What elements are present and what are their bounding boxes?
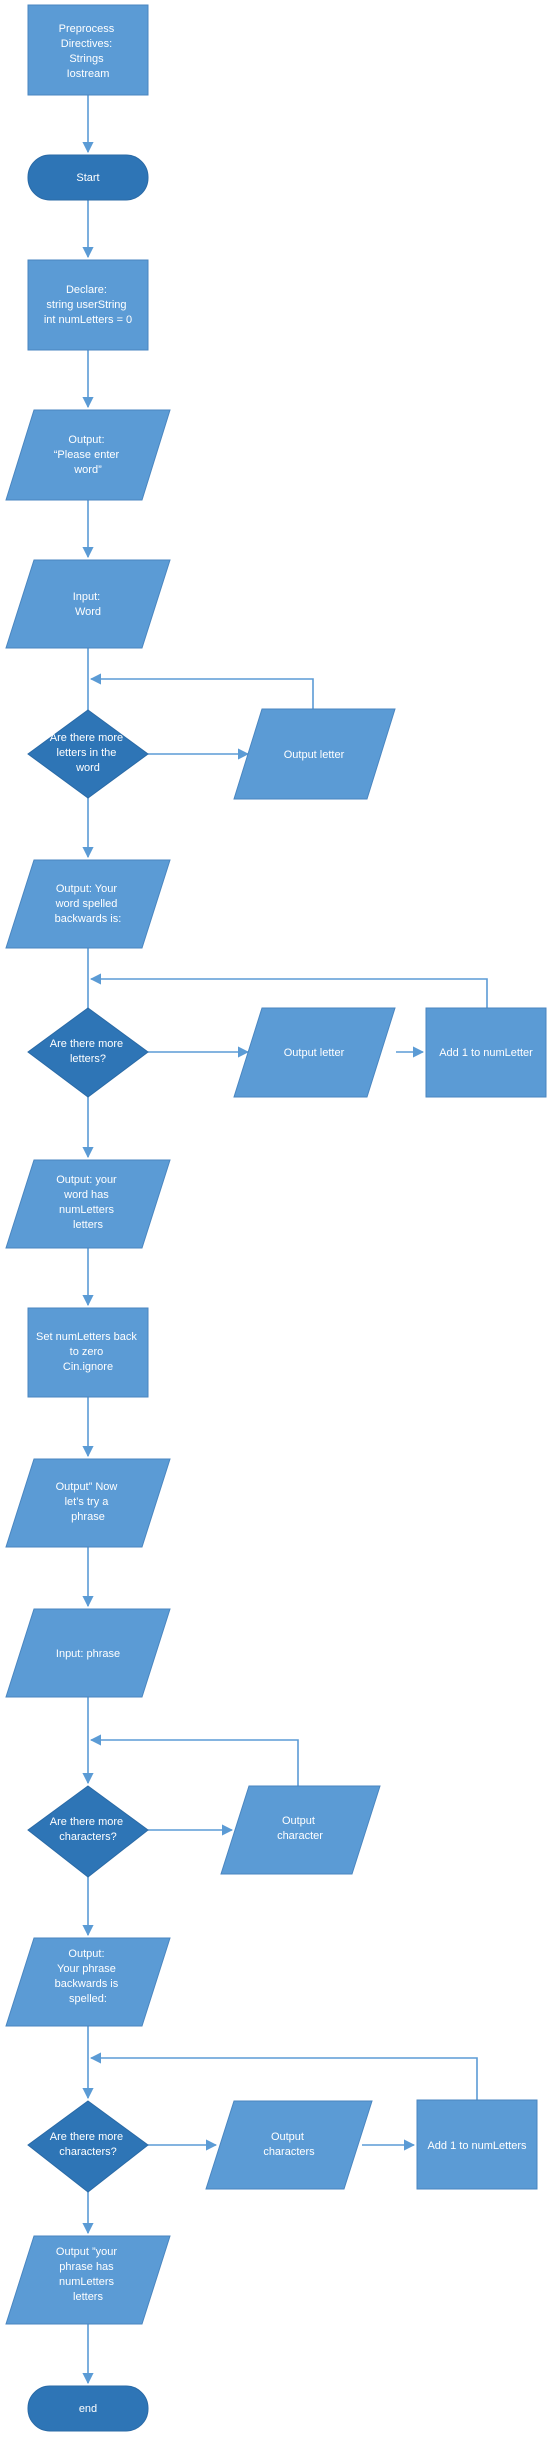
svg-text:Add 1 to numLetter: Add 1 to numLetter: [439, 1047, 533, 1059]
decision-more-characters: Are there more characters?: [27, 2100, 149, 2193]
output-phrase-count-parallelogram: Output ”your phrase has numLetters lette…: [5, 2235, 171, 2325]
svg-text:Output character: Output character: [277, 1815, 323, 1842]
svg-text:Set numLetters back to z: Set numLetters back to zero Cin.ignore: [36, 1331, 140, 1373]
svg-text:Add 1 to numLetters: Add 1 to numLetters: [427, 2140, 527, 2152]
decision-more-characters: Are there more characters?: [27, 1785, 149, 1878]
add-one-box: Add 1 to numLetter: [425, 1007, 547, 1098]
output-word-count-parallelogram: Output: your word has numLetters letters: [5, 1159, 171, 1249]
declare-box: Declare: string userString int numLetter…: [27, 259, 149, 351]
svg-text:Are there more letters i: Are there more letters in the word: [50, 732, 126, 774]
svg-text:Preprocess Directives:: Preprocess Directives: Strings Iostream: [59, 23, 118, 80]
svg-text:Output letter: Output letter: [284, 1047, 345, 1059]
preprocess-box: Preprocess Directives: Strings Iostream: [27, 4, 149, 96]
input-phrase-parallelogram: Input: phrase: [5, 1608, 171, 1698]
connectors: [82, 95, 488, 2385]
svg-text:Output: Your word spelle: Output: Your word spelled backwards is:: [55, 883, 122, 925]
svg-text:Output ”your phrase has: Output ”your phrase has numLetters lette…: [56, 2246, 120, 2303]
svg-text:Output letter: Output letter: [284, 749, 345, 761]
loop-connector: [89, 673, 314, 709]
output-spelled-backwards-parallelogram: Output: Your word spelled backwards is:: [5, 859, 171, 949]
loop-connector: [89, 2052, 478, 2100]
svg-text:Output” Now let’s try a: Output” Now let’s try a phrase: [56, 1481, 121, 1523]
svg-text:Are there more character: Are there more characters?: [50, 2131, 126, 2158]
loop-connector: [89, 1734, 299, 1786]
reset-counter-box: Set numLetters back to zero Cin.ignore: [27, 1307, 149, 1398]
svg-text:Output characters: Output characters: [263, 2131, 315, 2158]
decision-letters-in-word: Are there more letters in the word: [27, 709, 149, 799]
output-letter-parallelogram: Output letter: [233, 1007, 396, 1098]
add-one-box: Add 1 to numLetters: [416, 2099, 538, 2190]
svg-text:Input: Word: Input: Word: [73, 591, 104, 618]
svg-text:Start: Start: [76, 172, 99, 184]
svg-text:Input: phrase: Input: phrase: [56, 1648, 120, 1660]
output-characters-parallelogram: Output characters: [205, 2100, 373, 2190]
end-terminal: end: [27, 2385, 149, 2432]
prompt-phrase-parallelogram: Output” Now let’s try a phrase: [5, 1458, 171, 1548]
decision-more-letters: Are there more letters?: [27, 1007, 149, 1098]
svg-text:Output: “Please enter: Output: “Please enter word”: [54, 434, 123, 476]
svg-text:Are there more character: Are there more characters?: [50, 1816, 126, 1843]
start-terminal: Start: [27, 154, 149, 201]
svg-text:Declare: string userStri: Declare: string userString int numLetter…: [44, 284, 132, 326]
output-letter-parallelogram: Output letter: [233, 708, 396, 800]
loop-connector: [89, 973, 488, 1009]
output-phrase-backwards-parallelogram: Output: Your phrase backwards is spelled…: [5, 1937, 171, 2027]
svg-text:Output: Your phrase: Output: Your phrase backwards is spelled…: [55, 1948, 122, 2005]
prompt-word-parallelogram: Output: “Please enter word”: [5, 409, 171, 501]
svg-text:Output: your word has: Output: your word has numLetters letters: [56, 1174, 120, 1231]
output-character-parallelogram: Output character: [220, 1785, 381, 1875]
svg-text:Are there more letters?: Are there more letters?: [50, 1038, 126, 1065]
svg-text:end: end: [79, 2403, 97, 2415]
input-word-parallelogram: Input: Word: [5, 559, 171, 649]
